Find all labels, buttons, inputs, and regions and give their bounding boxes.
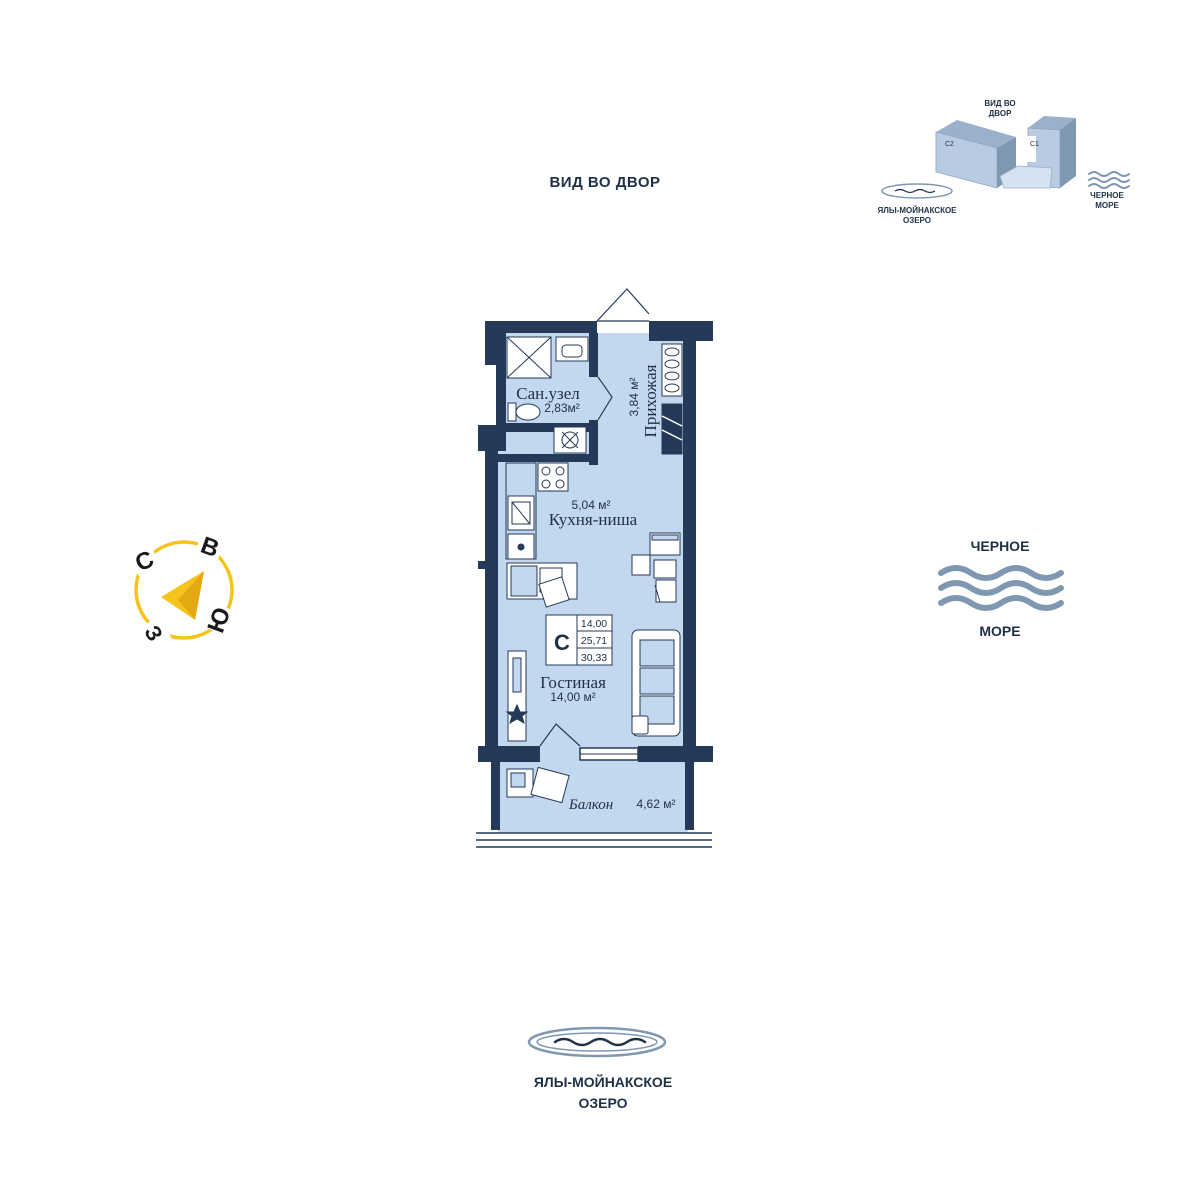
sea-label-bottom: МОРЕ [979, 623, 1020, 639]
balcony-door [539, 723, 581, 747]
lake-label-line2: ОЗЕРО [578, 1095, 627, 1111]
lake-label-line1: ЯЛЫ-МОЙНАКСКОЕ [534, 1073, 672, 1090]
minimap-view-line1: ВИД ВО [984, 99, 1015, 108]
minimap-lake-line2: ОЗЕРО [903, 216, 931, 225]
balcony-furniture [506, 766, 570, 804]
apartment-badge: С 14,00 25,71 30,33 [545, 614, 613, 666]
bathroom-door [597, 376, 613, 421]
badge-full-area: 30,33 [581, 652, 607, 664]
toilet-icon [507, 402, 541, 422]
kitchen-area: 5,04 м² [572, 498, 611, 512]
minimap-sea-line1: ЧЕРНОЕ [1090, 191, 1124, 200]
kitchen-fixtures [505, 462, 569, 560]
badge-total-area: 25,71 [581, 635, 607, 647]
apartment-type: С [554, 630, 570, 655]
wardrobe-icon [661, 403, 683, 455]
badge-living-area: 14,00 [581, 618, 607, 630]
view-to-yard-label: ВИД ВО ДВОР [549, 174, 660, 191]
entrance-door [596, 288, 650, 322]
bathroom-name: Сан.узел [516, 384, 580, 403]
minimap-lake-line1: ЯЛЫ-МОЙНАКСКОЕ [877, 206, 957, 215]
lake-icon [527, 1026, 667, 1058]
bathroom-area: 2,83м² [544, 401, 580, 415]
sea-waves-icon [938, 565, 1064, 611]
site-minimap: ВИД ВО ДВОР С2 С1 ЯЛЫ-МОЙНАКСКОЕ ОЗЕРО [877, 99, 1130, 225]
balcony-name: Балкон [568, 797, 613, 813]
bathroom-fixtures [506, 336, 589, 454]
minimap-view-line2: ДВОР [989, 109, 1013, 118]
chair-icon [631, 554, 651, 576]
shoe-rack-icon [661, 343, 683, 397]
hallway-area: 3,84 м² [627, 378, 641, 417]
balcony-area: 4,62 м² [637, 797, 676, 811]
hallway-fixtures [661, 343, 683, 455]
sofa-icon [631, 629, 681, 737]
dining-table [631, 532, 681, 603]
building-c1-label: С1 [1030, 141, 1039, 148]
minimap-sea-line2: МОРЕ [1095, 201, 1119, 210]
desk-chair-icon [538, 576, 570, 608]
building-c2-label: С2 [945, 141, 954, 148]
tv-stand-icon [505, 650, 529, 742]
hallway-name: Прихожая [641, 364, 660, 437]
apartment-plan: С 14,00 25,71 30,33 Сан.узел 2,83м² Прих… [476, 288, 713, 848]
kitchen-name: Кухня-ниша [549, 510, 638, 529]
living-name: Гостиная [540, 673, 606, 692]
armchair-icon [530, 766, 570, 804]
washing-machine-icon [553, 426, 587, 454]
sea-label-top: ЧЕРНОЕ [971, 538, 1030, 554]
walls [478, 321, 713, 830]
compass: С В Ю З [127, 528, 237, 650]
living-area: 14,00 м² [550, 690, 596, 704]
work-desk [506, 562, 578, 608]
